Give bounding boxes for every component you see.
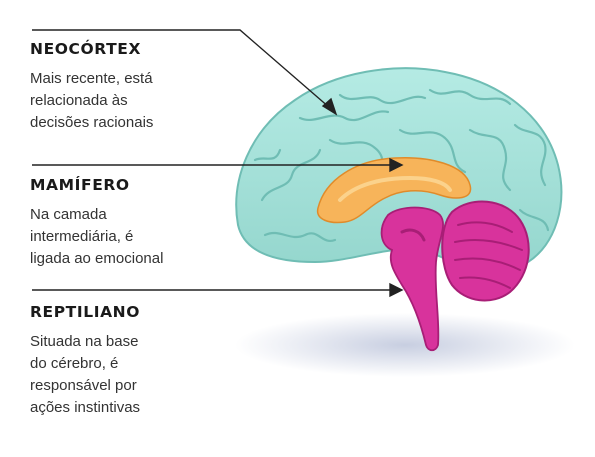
- neocortex-label: NEOCÓRTEX Mais recente, está relacionada…: [30, 40, 220, 134]
- reptilian-arrowhead: [389, 282, 404, 298]
- reptilian-desc-line: do cérebro, é: [30, 355, 119, 372]
- brain-shadow: [235, 313, 575, 377]
- cerebellum-shape: [441, 200, 530, 302]
- mammalian-label: MAMÍFERO Na camada intermediária, é liga…: [30, 176, 220, 270]
- mammalian-inner: [338, 175, 452, 202]
- brainstem-highlight: [400, 228, 426, 242]
- cortex-folds: [253, 88, 550, 243]
- reptilian-desc-line: ações instintivas: [30, 399, 141, 416]
- mammalian-shape: [316, 156, 472, 224]
- neocortex-description: Mais recente, está relacionada às decisõ…: [30, 68, 220, 134]
- mammalian-desc-line: intermediária, é: [30, 228, 134, 245]
- mammalian-description: Na camada intermediária, é ligada ao emo…: [30, 204, 220, 270]
- neocortex-arrowhead: [321, 97, 338, 116]
- mammalian-arrowhead: [389, 157, 404, 173]
- neocortex-leader: [32, 29, 331, 109]
- cerebellum-folds: [454, 221, 523, 289]
- mammalian-title: MAMÍFERO: [30, 176, 130, 194]
- mammalian-desc-line: Na camada: [30, 206, 107, 223]
- neocortex-desc-line: relacionada às: [30, 92, 128, 109]
- neocortex-desc-line: Mais recente, está: [30, 70, 153, 87]
- neocortex-title: NEOCÓRTEX: [30, 40, 142, 58]
- brainstem-shape: [380, 206, 444, 352]
- reptilian-desc-line: responsável por: [30, 377, 137, 394]
- reptilian-description: Situada na base do cérebro, é responsáve…: [30, 331, 220, 419]
- reptilian-label: REPTILIANO Situada na base do cérebro, é…: [30, 303, 220, 419]
- reptilian-desc-line: Situada na base: [30, 333, 139, 350]
- reptilian-title: REPTILIANO: [30, 303, 141, 321]
- neocortex-desc-line: decisões racionais: [30, 114, 154, 131]
- mammalian-desc-line: ligada ao emocional: [30, 250, 164, 267]
- leader-lines: [32, 29, 404, 298]
